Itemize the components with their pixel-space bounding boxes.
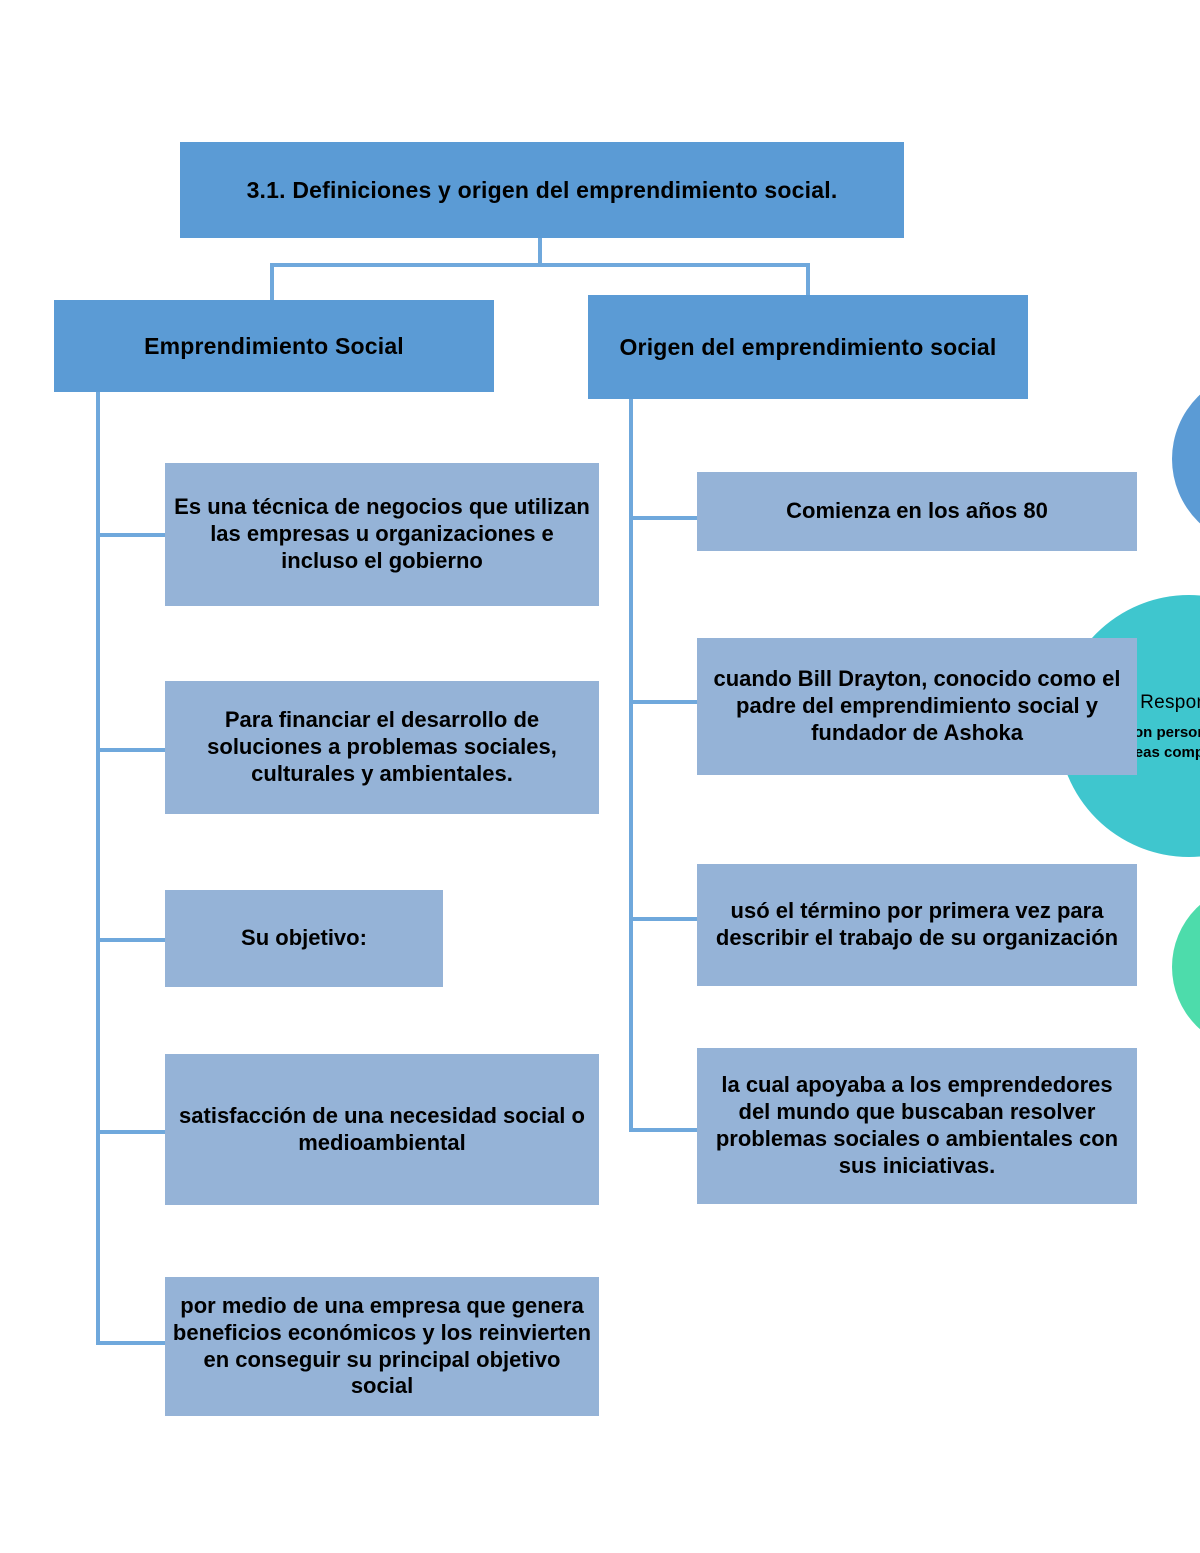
connector-root-stem <box>538 238 542 266</box>
node-leaf-right-1[interactable]: Comienza en los años 80 <box>697 472 1137 551</box>
connector-left-stub-5 <box>96 1341 165 1345</box>
connector-right-stub-1 <box>629 516 697 520</box>
node-leaf-right-4[interactable]: la cual apoyaba a los emprendedores del … <box>697 1048 1137 1204</box>
node-leaf-left-2[interactable]: Para financiar el desarrollo de solucion… <box>165 681 599 814</box>
node-leaf-right-3[interactable]: usó el término por primera vez para desc… <box>697 864 1137 986</box>
node-root-title[interactable]: 3.1. Definiciones y origen del emprendim… <box>180 142 904 238</box>
connector-right-trunk <box>629 399 633 1132</box>
connector-left-stub-2 <box>96 748 165 752</box>
node-leaf-left-1[interactable]: Es una técnica de negocios que utilizan … <box>165 463 599 606</box>
decorative-circle-blue <box>1172 371 1200 547</box>
connector-to-left-branch <box>270 263 274 301</box>
connector-left-stub-3 <box>96 938 165 942</box>
connector-right-stub-2 <box>629 700 697 704</box>
node-leaf-left-5[interactable]: por medio de una empresa que genera bene… <box>165 1277 599 1416</box>
connector-left-stub-1 <box>96 533 165 537</box>
connector-left-trunk <box>96 392 100 1345</box>
connector-right-stub-3 <box>629 917 697 921</box>
node-leaf-right-2[interactable]: cuando Bill Drayton, conocido como el pa… <box>697 638 1137 775</box>
connector-root-bar <box>270 263 810 267</box>
connector-right-stub-4 <box>629 1128 697 1132</box>
decorative-circle-green <box>1172 884 1200 1050</box>
node-leaf-left-4[interactable]: satisfacción de una necesidad social o m… <box>165 1054 599 1205</box>
node-branch-emprendimiento-social[interactable]: Emprendimiento Social <box>54 300 494 392</box>
connector-to-right-branch <box>806 263 810 297</box>
node-leaf-left-3[interactable]: Su objetivo: <box>165 890 443 987</box>
connector-left-stub-4 <box>96 1130 165 1134</box>
node-branch-origen-emprendimiento-social[interactable]: Origen del emprendimiento social <box>588 295 1028 399</box>
